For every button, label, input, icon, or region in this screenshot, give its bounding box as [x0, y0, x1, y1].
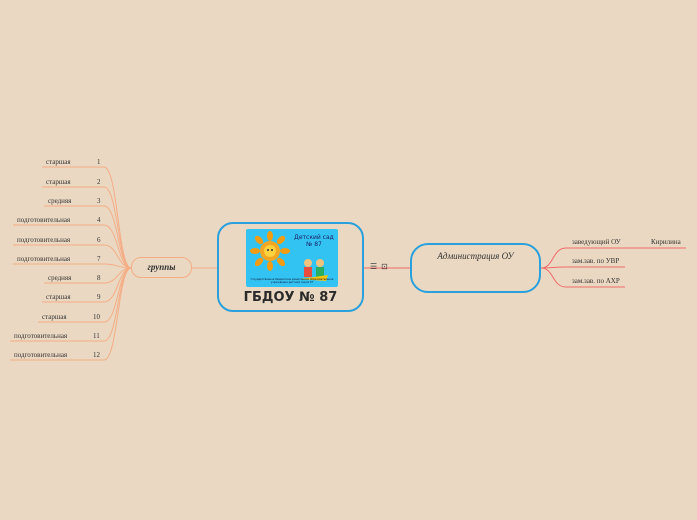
- admin-topic[interactable]: Администрация ОУ: [410, 243, 541, 293]
- admin-item-label[interactable]: зам.зав. по УВР: [572, 257, 620, 265]
- group-item-number[interactable]: 1: [97, 158, 101, 166]
- group-item-label[interactable]: старшая: [46, 178, 71, 186]
- group-item-label[interactable]: старшая: [46, 158, 71, 166]
- image-title: Детский сад № 87: [294, 234, 334, 248]
- admin-item-value[interactable]: Кирилина: [651, 238, 681, 246]
- central-title: ГБДОУ № 87: [243, 290, 338, 305]
- sun-icon: [250, 231, 328, 281]
- group-item-label[interactable]: старшая: [46, 293, 71, 301]
- image-caption: Государственное бюджетное дошкольное обр…: [250, 278, 334, 284]
- group-item-number[interactable]: 8: [97, 274, 101, 282]
- connector-admin-1: [540, 247, 625, 269]
- connector-group-4: [13, 224, 132, 269]
- groups-topic[interactable]: группы: [131, 257, 192, 278]
- notes-icon[interactable]: ☰: [370, 262, 378, 271]
- group-item-label[interactable]: подготовительная: [17, 236, 71, 244]
- group-item-number[interactable]: 9: [97, 293, 101, 301]
- connector-group-2: [42, 186, 132, 269]
- admin-item-label[interactable]: заведующий ОУ: [572, 238, 621, 246]
- connector-admin-2: [540, 266, 625, 269]
- group-item-label[interactable]: подготовительная: [17, 216, 71, 224]
- group-item-label[interactable]: средняя: [48, 197, 72, 205]
- group-item-number[interactable]: 12: [93, 351, 100, 359]
- group-item-label[interactable]: подготовительная: [14, 332, 68, 340]
- kindergarten-logo-image: Детский сад № 87 Государственное бюджетн…: [246, 229, 338, 287]
- connector-admin-3: [540, 267, 625, 288]
- group-item-number[interactable]: 2: [97, 178, 101, 186]
- group-item-number[interactable]: 11: [93, 332, 100, 340]
- group-item-label[interactable]: старшая: [42, 313, 67, 321]
- connector-group-11: [10, 267, 132, 361]
- central-topic[interactable]: Детский сад № 87 Государственное бюджетн…: [217, 222, 364, 312]
- link-icon[interactable]: ⊡: [381, 262, 388, 271]
- group-item-label[interactable]: подготовительная: [14, 351, 68, 359]
- admin-item-label[interactable]: зам.зав. по АХР: [572, 277, 620, 285]
- group-item-label[interactable]: подготовительная: [17, 255, 71, 263]
- connector-group-3: [44, 205, 132, 269]
- group-item-number[interactable]: 6: [97, 236, 101, 244]
- connector-group-6: [13, 263, 132, 269]
- group-item-label[interactable]: средняя: [48, 274, 72, 282]
- connector-group-1: [42, 166, 132, 269]
- admin-label: Администрация ОУ: [437, 251, 514, 261]
- connector-group-5: [13, 244, 132, 269]
- groups-label: группы: [147, 262, 176, 272]
- group-item-number[interactable]: 10: [93, 313, 100, 321]
- group-item-number[interactable]: 4: [97, 216, 101, 224]
- group-item-number[interactable]: 3: [97, 197, 101, 205]
- group-item-number[interactable]: 7: [97, 255, 101, 263]
